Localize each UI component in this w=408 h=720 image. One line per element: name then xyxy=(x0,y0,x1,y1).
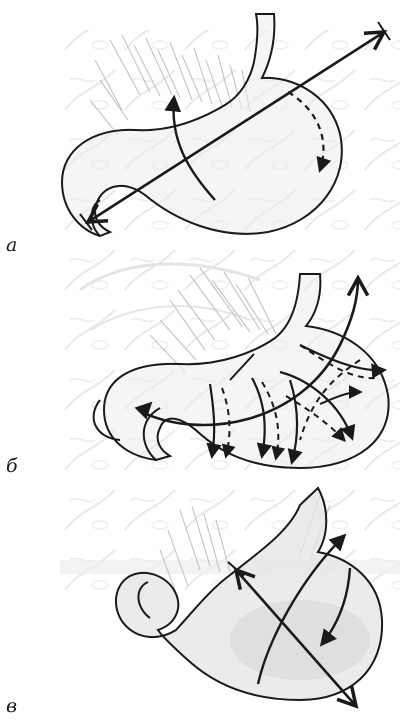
stomach-diagram xyxy=(0,0,408,720)
figure-stage: а б в xyxy=(0,0,408,720)
